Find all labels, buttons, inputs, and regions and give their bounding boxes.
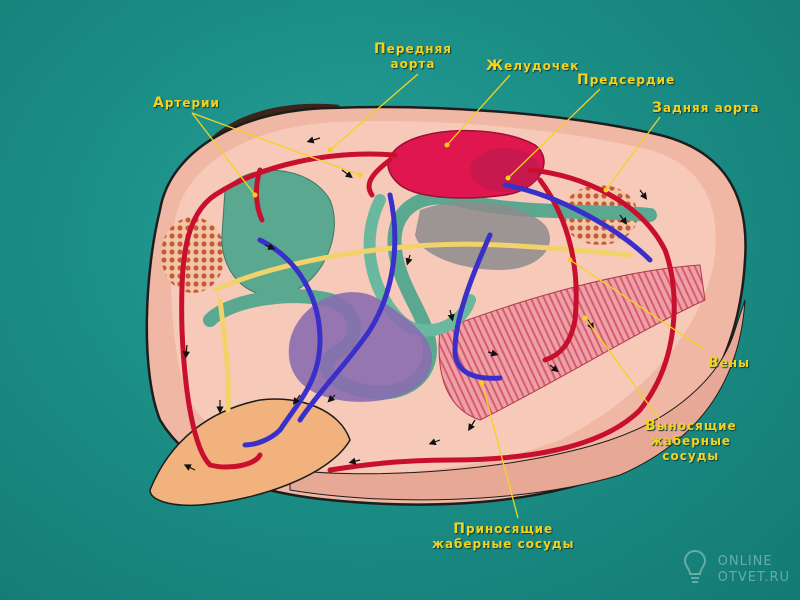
arteries <box>179 151 677 473</box>
anterior-adductor-muscle <box>161 217 225 293</box>
label-afferent-gill-vessels: Приносящие жаберные сосуды <box>432 522 574 552</box>
label-efferent-gill-vessels: Выносящие жаберные сосуды <box>645 419 737 464</box>
label-leader-lines <box>191 73 706 519</box>
kidney <box>415 201 550 270</box>
lower-mantle <box>289 299 746 501</box>
gill <box>438 264 706 421</box>
label-anterior-aorta: Передняя аорта <box>374 42 452 72</box>
label-ventricle: Желудочек <box>486 58 580 74</box>
watermark-line1: ONLINE <box>717 554 773 569</box>
yellow-vessel <box>212 241 633 413</box>
watermark-line2: OTVET.RU <box>717 570 790 585</box>
label-efferent-line2: жаберные <box>650 434 732 448</box>
label-anterior-aorta-line1: Передняя <box>374 41 452 57</box>
flow-arrows <box>182 136 648 471</box>
label-arteries: Артерии <box>153 95 220 111</box>
label-veins: Вены <box>708 355 750 371</box>
label-afferent-line2: жаберные сосуды <box>432 537 575 551</box>
heart-atrium <box>470 148 540 192</box>
lightbulb-icon <box>683 549 707 583</box>
label-afferent-line1: Приносящие <box>453 521 554 537</box>
label-anterior-aorta-line2: аорта <box>390 57 436 71</box>
label-efferent-line3: сосуды <box>662 449 720 463</box>
foot <box>149 398 351 507</box>
label-atrium: Предсердие <box>577 72 676 88</box>
label-posterior-aorta: Задняя аорта <box>652 100 760 116</box>
leader-dots <box>252 142 609 386</box>
watermark: ONLINE OTVET.RU <box>718 554 790 586</box>
label-efferent-line1: Выносящие <box>645 418 737 434</box>
veins <box>242 182 653 448</box>
